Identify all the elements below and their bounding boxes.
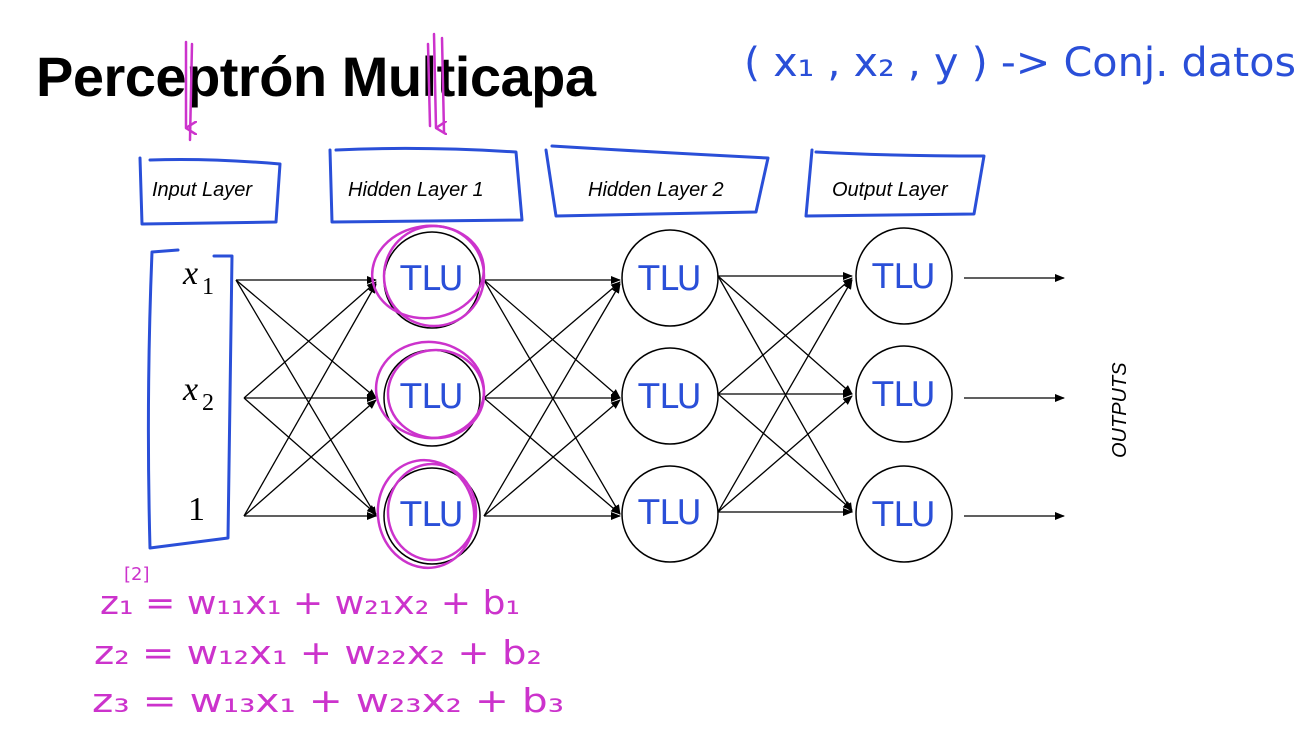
input-x2: x 2: [182, 371, 214, 416]
layer-label-input: Input Layer: [152, 179, 253, 201]
input-x1: x 1: [182, 255, 214, 300]
input-subscript: 2: [202, 390, 214, 416]
neuron-label: TLU: [872, 257, 936, 297]
edge: [717, 279, 853, 513]
edge: [243, 397, 377, 515]
edge: [717, 393, 853, 511]
neuron-label: TLU: [400, 377, 464, 417]
neuron-out-1: [855, 227, 953, 325]
outputs-label: OUTPUTS: [1109, 362, 1131, 458]
neuron-label: TLU: [872, 375, 936, 415]
input-bracket: [146, 248, 234, 550]
edge: [717, 275, 853, 395]
neuron-out-2: [855, 345, 953, 443]
neuron-h1-3: [383, 467, 481, 565]
output-layer-box: [804, 148, 986, 218]
neuron-h2-2: [621, 347, 719, 445]
neuron-label: TLU: [638, 259, 702, 299]
equation-line: z₂ = w₁₂x₁ + w₂₂x₂ + b₂: [94, 633, 542, 672]
magenta-circle: [382, 224, 486, 328]
annotation-top: ( x₁ , x₂ , y ) -> Conj. datos: [744, 40, 1296, 86]
edge: [483, 397, 621, 515]
neuron-label: TLU: [400, 495, 464, 535]
edge: [483, 279, 621, 515]
magenta-circle: [376, 458, 476, 570]
input-layer-box: [138, 156, 282, 226]
edge: [235, 279, 377, 399]
edge: [243, 399, 377, 517]
edge: [243, 281, 377, 399]
input-subscript: 1: [202, 274, 214, 300]
equation-line: z₁ = w₁₁x₁ + w₂₁x₂ + b₁: [100, 583, 520, 622]
neuron-out-3: [855, 465, 953, 563]
magenta-circle: [386, 348, 486, 440]
edge: [483, 399, 621, 517]
hidden2-layer-box: [544, 144, 770, 218]
neuron-label: TLU: [872, 495, 936, 535]
edge: [243, 283, 377, 517]
edge: [717, 277, 853, 395]
page-title: Perceptrón Multicapa: [36, 45, 596, 108]
edge: [483, 281, 621, 399]
neuron-label: TLU: [400, 259, 464, 299]
neuron-label: TLU: [638, 377, 702, 417]
neuron-label: TLU: [638, 493, 702, 533]
edge: [483, 279, 621, 399]
neuron-h2-3: [621, 465, 719, 563]
equation-line: z₃ = w₁₃x₁ + w₂₃x₂ + b₃: [92, 681, 564, 720]
layer-label-hidden1: Hidden Layer 1: [348, 179, 484, 201]
magenta-arrow: [432, 32, 436, 128]
magenta-arrow: [440, 36, 446, 134]
hidden1-layer-box: [328, 146, 524, 224]
layer-label-output: Output Layer: [832, 179, 949, 201]
edge: [717, 395, 853, 513]
input-symbol: x: [182, 371, 198, 408]
input-symbol: x: [182, 255, 198, 292]
magenta-circle: [386, 462, 478, 562]
neuron-h2-1: [621, 229, 719, 327]
magenta-arrow: [188, 42, 194, 142]
layer-label-hidden2: Hidden Layer 2: [588, 179, 724, 201]
edge: [483, 283, 621, 517]
input-bias: 1: [188, 491, 205, 528]
magenta-arrow: [426, 42, 432, 128]
equation-superscript: [2]: [124, 564, 150, 585]
